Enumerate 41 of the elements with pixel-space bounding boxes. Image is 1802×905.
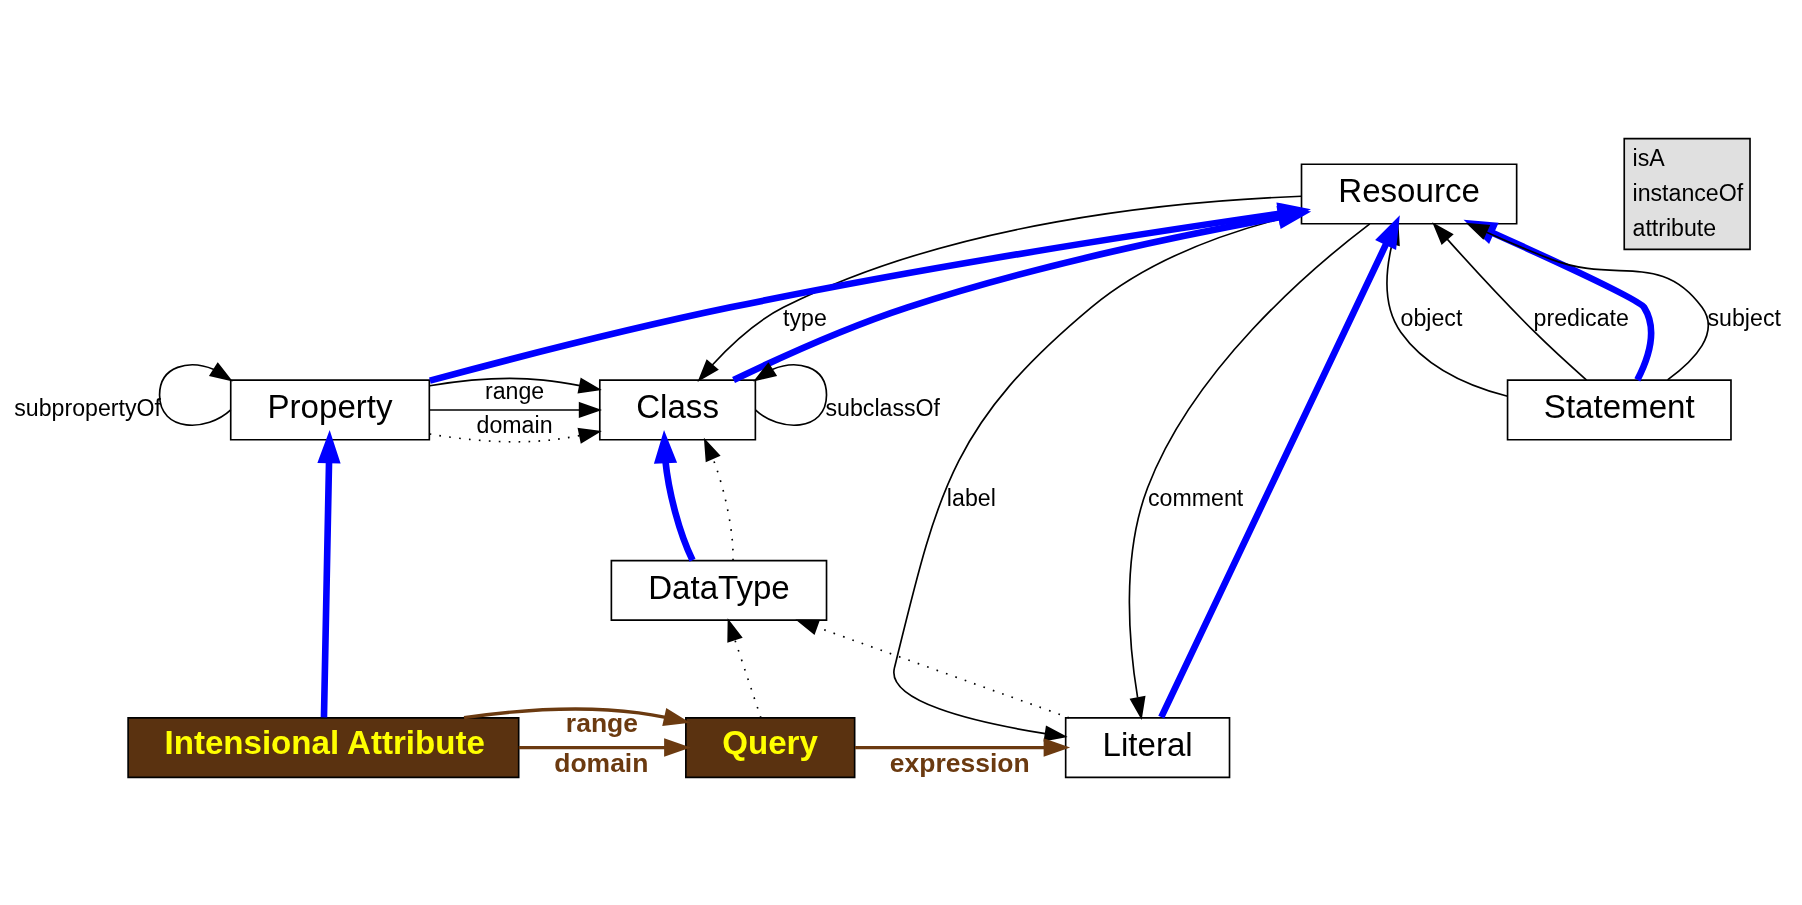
arrow: [428, 427, 602, 444]
edge-label: subpropertyOf: [14, 394, 161, 421]
edge-label: type: [783, 304, 827, 331]
edge-label: object: [1400, 304, 1463, 331]
edge-label: subclassOf: [825, 394, 941, 421]
node-box: Query: [685, 716, 856, 778]
legend-label: instanceOf: [1632, 179, 1744, 206]
arrow: [1128, 222, 1371, 720]
arrow: [795, 619, 1070, 719]
edge-label: expression: [889, 747, 1030, 778]
legend-label: isA: [1632, 144, 1665, 171]
node-box: Class: [598, 378, 757, 441]
arrow: [518, 737, 691, 757]
edge-label: range: [565, 707, 638, 738]
edge-label: label: [946, 484, 996, 511]
arrow: [1465, 222, 1710, 381]
arrow: [158, 361, 233, 426]
edge-label: comment: [1147, 484, 1244, 511]
arrow: [428, 377, 602, 393]
node-box: Statement: [1506, 378, 1732, 441]
legend-label: attribute: [1632, 214, 1717, 241]
arrow: [653, 429, 696, 562]
edge-label: domain: [476, 411, 553, 438]
arrow: [463, 706, 691, 726]
node-box: Intensional Attribute: [127, 716, 520, 778]
node-box: Literal: [1064, 716, 1231, 778]
edge-label: domain: [554, 747, 649, 778]
arrow: [317, 429, 341, 717]
arrow: [1432, 221, 1588, 381]
arrow: [1463, 219, 1655, 381]
node-box: Property: [229, 378, 431, 441]
arrow: [753, 361, 828, 426]
node-box: DataType: [610, 559, 828, 621]
arrow: [854, 737, 1071, 757]
edge-label: predicate: [1533, 304, 1629, 331]
node-box: Resource: [1300, 162, 1518, 225]
arrow: [703, 437, 734, 561]
arrow: [428, 401, 602, 418]
edge-label: range: [484, 377, 545, 404]
edge-label: subject: [1707, 304, 1781, 331]
arrow: [727, 617, 762, 719]
